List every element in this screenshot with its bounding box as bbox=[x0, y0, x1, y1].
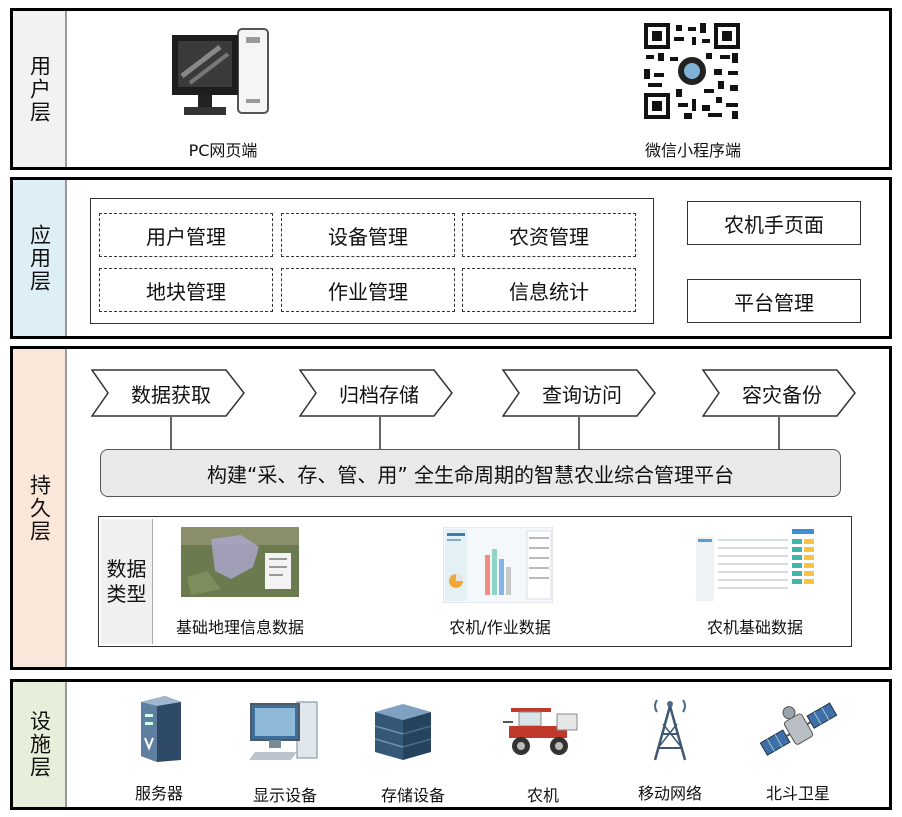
step-archive-storage-label: 归档存储 bbox=[339, 382, 419, 407]
machine-table-thumbnail bbox=[696, 527, 816, 601]
module-plot-management: 地块管理 bbox=[99, 268, 273, 312]
machine-basic-data-label: 农机基础数据 bbox=[706, 618, 803, 637]
data-types-label: 数据类型 bbox=[106, 556, 147, 606]
step-archive-storage: 归档存储 bbox=[299, 369, 453, 417]
server-label: 服务器 bbox=[134, 784, 183, 803]
platform-banner-text: 构建“采、存、管、用” 全生命周期的智慧农业综合管理平台 bbox=[206, 462, 735, 487]
module-operation-management: 作业管理 bbox=[281, 268, 455, 312]
operation-data-label: 农机/作业数据 bbox=[449, 618, 551, 637]
persist-layer: 持久层 数据获取 归档存储 查询访问 容灾备份 构建“采、存、管、用” 全生命周… bbox=[10, 346, 892, 670]
step-disaster-backup-label: 容灾备份 bbox=[742, 382, 822, 407]
infra-layer-label: 设施层 bbox=[27, 710, 52, 779]
step-data-acquisition-label: 数据获取 bbox=[131, 382, 211, 407]
persist-layer-label: 持久层 bbox=[27, 473, 52, 543]
pc-monitor-icon bbox=[172, 28, 269, 115]
module-info-statistics: 信息统计 bbox=[462, 268, 636, 312]
app-layer-label: 应用层 bbox=[27, 223, 52, 293]
persist-layer-label-box: 持久层 bbox=[13, 349, 67, 667]
agricultural-machine-label: 农机 bbox=[526, 786, 559, 805]
module-agri-supply-management: 农资管理 bbox=[462, 213, 636, 257]
mobile-network-label: 移动网络 bbox=[637, 784, 702, 803]
infra-layer-label-box: 设施层 bbox=[13, 682, 67, 807]
agricultural-machine-icon bbox=[503, 708, 578, 755]
beidou-satellite-label: 北斗卫星 bbox=[765, 784, 830, 803]
display-device-label: 显示设备 bbox=[252, 786, 317, 805]
app-module-group bbox=[90, 198, 654, 324]
app-layer-label-box: 应用层 bbox=[13, 180, 67, 336]
display-device-icon bbox=[249, 701, 318, 760]
beidou-satellite-icon bbox=[759, 702, 838, 756]
step-query-access-label: 查询访问 bbox=[542, 382, 622, 407]
operation-dashboard-thumbnail bbox=[443, 527, 553, 603]
server-icon bbox=[141, 696, 181, 762]
user-layer-label: 用户层 bbox=[27, 54, 52, 124]
step-disaster-backup: 容灾备份 bbox=[702, 369, 856, 417]
data-types-panel bbox=[98, 516, 852, 647]
pc-web-label: PC网页端 bbox=[188, 141, 258, 160]
user-layer-label-box: 用户层 bbox=[13, 11, 67, 167]
platform-management-box: 平台管理 bbox=[687, 279, 861, 323]
mobile-network-tower-icon bbox=[653, 699, 687, 761]
wechat-mini-program-label: 微信小程序端 bbox=[644, 141, 741, 160]
infra-layer: 设施层 服务器 显示设备 存储设备 农机 bbox=[10, 679, 892, 810]
machine-operator-page-box: 农机手页面 bbox=[687, 201, 861, 245]
app-layer: 应用层 用户管理 设备管理 农资管理 地块管理 作业管理 信息统计 农机手页面 … bbox=[10, 177, 892, 339]
module-user-management: 用户管理 bbox=[99, 213, 273, 257]
geo-map-thumbnail bbox=[181, 527, 299, 597]
data-types-label-box: 数据类型 bbox=[101, 519, 153, 644]
qr-code-icon bbox=[644, 23, 740, 119]
storage-device-label: 存储设备 bbox=[380, 786, 445, 805]
platform-banner: 构建“采、存、管、用” 全生命周期的智慧农业综合管理平台 bbox=[100, 449, 841, 497]
step-connectors bbox=[170, 417, 780, 449]
step-data-acquisition: 数据获取 bbox=[91, 369, 245, 417]
module-device-management: 设备管理 bbox=[281, 213, 455, 257]
geo-data-label: 基础地理信息数据 bbox=[175, 618, 304, 637]
user-layer: 用户层 PC网页端 微信 bbox=[10, 8, 892, 170]
step-query-access: 查询访问 bbox=[502, 369, 656, 417]
storage-device-icon bbox=[374, 704, 432, 760]
